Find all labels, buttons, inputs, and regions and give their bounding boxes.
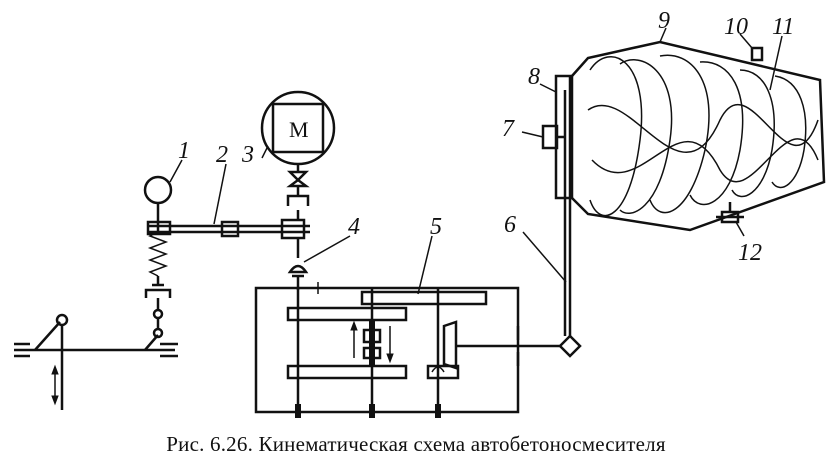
belt-drive bbox=[148, 218, 310, 240]
figure-caption: Рис. 6.26. Кинематическая схема автобето… bbox=[166, 432, 666, 456]
label-7: 7 bbox=[502, 116, 515, 142]
label-3: 3 bbox=[241, 142, 254, 168]
diagram-svg: M bbox=[14, 8, 826, 418]
label-4: 4 bbox=[348, 214, 360, 240]
part-labels: 1 2 3 4 5 6 7 8 9 10 11 12 bbox=[178, 8, 794, 266]
leader-lines bbox=[169, 27, 783, 295]
centrifugal-regulator bbox=[143, 175, 173, 236]
label-12: 12 bbox=[738, 240, 762, 266]
label-2: 2 bbox=[216, 142, 228, 168]
label-6: 6 bbox=[504, 212, 516, 238]
label-11: 11 bbox=[772, 14, 794, 40]
label-5: 5 bbox=[430, 214, 442, 240]
lever-mechanism bbox=[14, 222, 178, 410]
label-9: 9 bbox=[658, 8, 670, 34]
motor: M bbox=[260, 90, 336, 258]
label-8: 8 bbox=[528, 64, 540, 90]
label-10: 10 bbox=[724, 14, 748, 40]
label-1: 1 bbox=[178, 138, 190, 164]
mixer-drum bbox=[541, 40, 826, 232]
motor-label: M bbox=[289, 117, 309, 142]
coupling bbox=[287, 264, 309, 290]
gearbox bbox=[254, 282, 560, 418]
drive-shaft bbox=[558, 76, 582, 358]
